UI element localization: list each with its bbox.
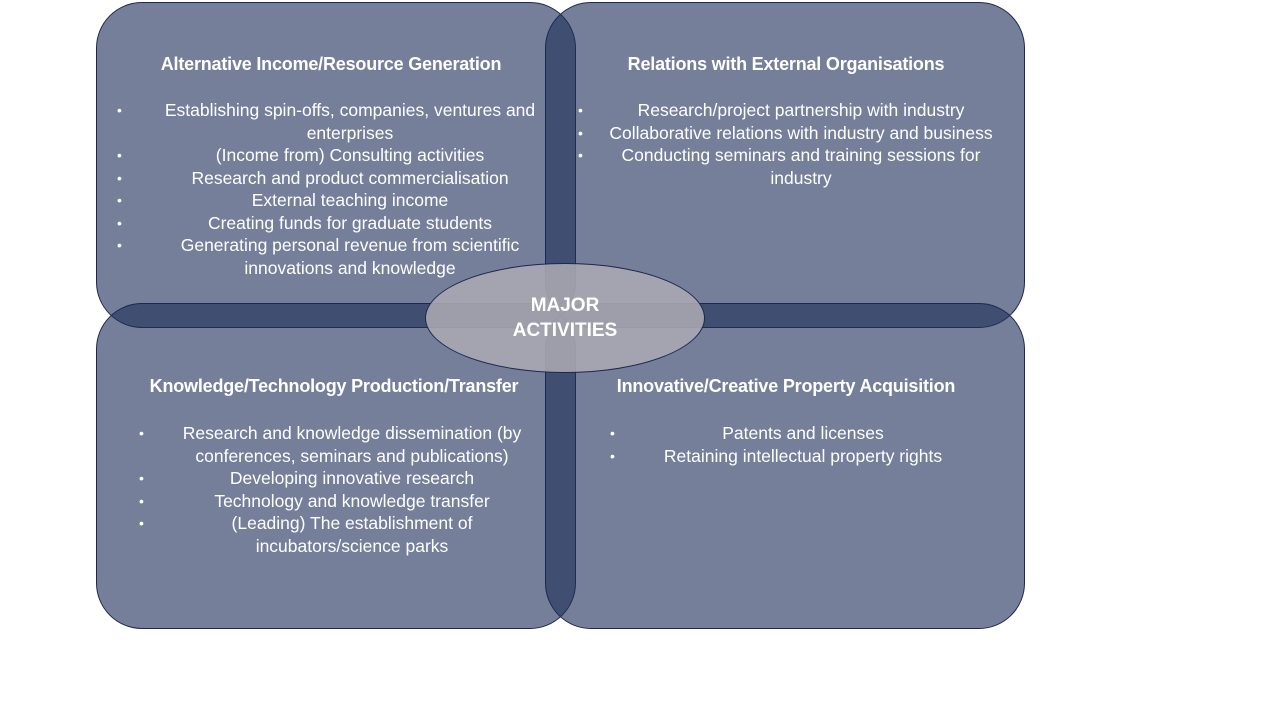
list-item: Research/project partnership with indust…	[578, 99, 996, 122]
quadrant-title: Innovative/Creative Property Acquisition	[616, 376, 956, 396]
list-item: (Leading) The establishment of incubator…	[139, 512, 537, 557]
quadrant-bullet-list: Establishing spin-offs, companies, ventu…	[117, 99, 555, 279]
list-item: Conducting seminars and training session…	[578, 144, 996, 189]
list-item: (Income from) Consulting activities	[117, 144, 555, 167]
list-item: External teaching income	[117, 189, 555, 212]
quadrant-external-relations: Relations with External Organisations Re…	[545, 2, 1025, 328]
quadrant-title: Alternative Income/Resource Generation	[160, 54, 502, 74]
quadrant-bullet-list: Research and knowledge dissemination (by…	[139, 422, 537, 557]
center-label: MAJOR ACTIVITIES	[512, 295, 618, 341]
list-item: Creating funds for graduate students	[117, 212, 555, 235]
quadrant-title: Knowledge/Technology Production/Transfer	[149, 376, 519, 396]
list-item: Research and knowledge dissemination (by…	[139, 422, 537, 467]
list-item: Technology and knowledge transfer	[139, 490, 537, 513]
list-item: Generating personal revenue from scienti…	[117, 234, 555, 279]
list-item: Research and product commercialisation	[117, 167, 555, 190]
quadrant-alternative-income: Alternative Income/Resource Generation E…	[96, 2, 576, 328]
quadrant-title: Relations with External Organisations	[627, 54, 945, 74]
list-item: Establishing spin-offs, companies, ventu…	[117, 99, 555, 144]
quadrant-bullet-list: Research/project partnership with indust…	[578, 99, 996, 189]
center-ellipse: MAJOR ACTIVITIES	[425, 263, 705, 373]
list-item: Developing innovative research	[139, 467, 537, 490]
quadrant-bullet-list: Patents and licenses Retaining intellect…	[610, 422, 968, 468]
list-item: Patents and licenses	[610, 422, 968, 445]
list-item: Collaborative relations with industry an…	[578, 122, 996, 145]
list-item: Retaining intellectual property rights	[610, 445, 968, 468]
